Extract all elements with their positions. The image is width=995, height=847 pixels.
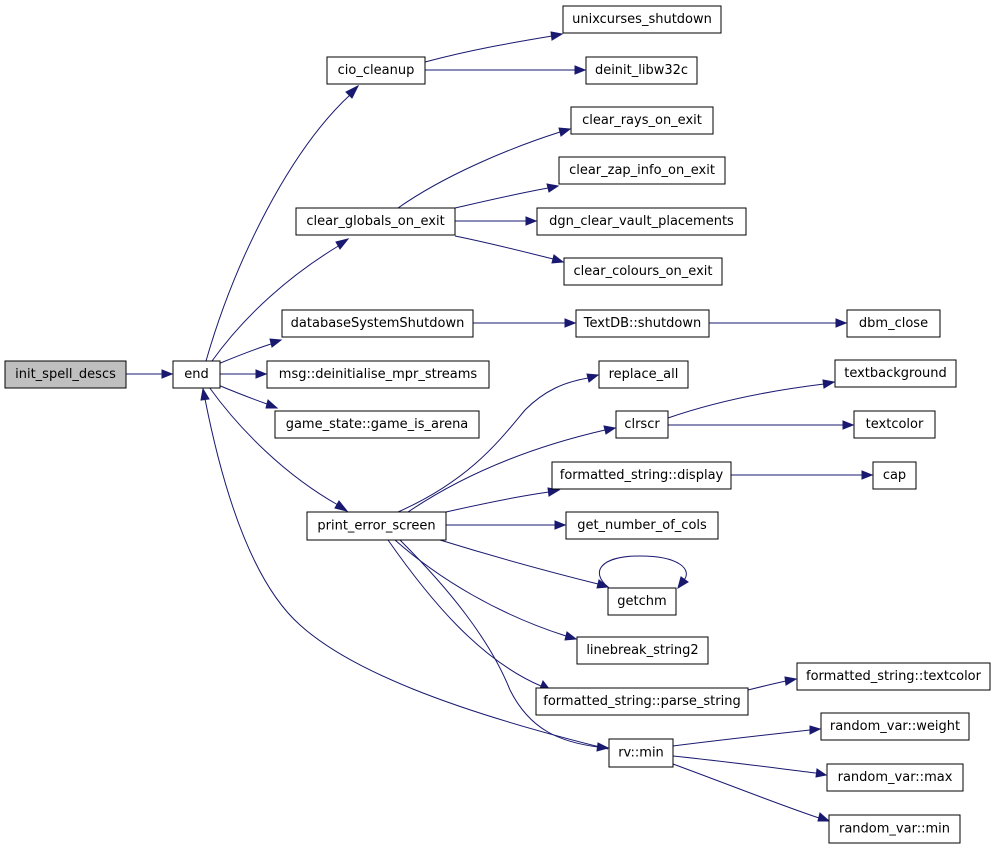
node-label: clear_colours_on_exit bbox=[574, 264, 713, 279]
node-game-is-arena[interactable]: game_state::game_is_arena bbox=[274, 410, 480, 439]
edge-clrscr-to-textcolor bbox=[668, 420, 855, 430]
edge-rvmin-to-rv-min bbox=[672, 763, 831, 822]
edge-rvmin-to-max bbox=[672, 755, 828, 778]
node-label: print_error_screen bbox=[317, 519, 435, 534]
node-textbackground[interactable]: textbackground bbox=[834, 359, 957, 388]
edge-textdb-to-dbmclose bbox=[709, 318, 848, 328]
node-replace-all[interactable]: replace_all bbox=[598, 360, 689, 389]
node-linebreak-string2[interactable]: linebreak_string2 bbox=[576, 636, 709, 665]
edge-print-to-rvmin bbox=[399, 539, 610, 752]
node-init-spell-descs[interactable]: init_spell_descs bbox=[4, 360, 127, 389]
edge-print-to-parse-string bbox=[387, 539, 552, 691]
edge-rvmin-to-weight bbox=[672, 725, 822, 747]
node-label: clear_rays_on_exit bbox=[582, 113, 702, 128]
node-random-var-min[interactable]: random_var::min bbox=[828, 814, 961, 844]
node-label: cio_cleanup bbox=[338, 63, 415, 78]
edge-parse-to-fs-textcolor bbox=[747, 676, 798, 691]
node-label: deinit_libw32c bbox=[595, 63, 688, 78]
node-label: init_spell_descs bbox=[15, 367, 116, 382]
edge-print-to-get-cols bbox=[446, 520, 567, 530]
node-label: unixcurses_shutdown bbox=[572, 12, 712, 27]
node-label: random_var::weight bbox=[830, 719, 960, 734]
edge-fsdisplay-to-cap bbox=[731, 470, 874, 480]
node-clrscr[interactable]: clrscr bbox=[615, 410, 669, 439]
edge-globals-to-colours bbox=[454, 235, 565, 264]
node-cio-cleanup[interactable]: cio_cleanup bbox=[326, 56, 426, 85]
node-msg-deinitialise-mpr-streams[interactable]: msg::deinitialise_mpr_streams bbox=[266, 360, 490, 389]
edge-dbshutdown-to-textdb bbox=[473, 318, 577, 328]
node-cap[interactable]: cap bbox=[872, 461, 917, 490]
edge-clrscr-to-textbackground bbox=[667, 379, 836, 419]
edge-end-to-game-is-arena bbox=[217, 384, 279, 409]
node-deinit-libw32c[interactable]: deinit_libw32c bbox=[585, 56, 698, 85]
node-formatted-string-display[interactable]: formatted_string::display bbox=[551, 461, 732, 490]
node-label: replace_all bbox=[609, 367, 679, 382]
node-dbm-close[interactable]: dbm_close bbox=[846, 309, 941, 338]
edge-globals-to-dgn bbox=[455, 216, 538, 226]
edge-end-to-print-error bbox=[208, 386, 349, 512]
node-label: getchm bbox=[617, 594, 666, 609]
node-label: dgn_clear_vault_placements bbox=[549, 214, 734, 229]
node-label: game_state::game_is_arena bbox=[286, 417, 469, 432]
node-get-number-of-cols[interactable]: get_number_of_cols bbox=[565, 511, 719, 540]
node-textdb-shutdown[interactable]: TextDB::shutdown bbox=[575, 309, 710, 338]
nodes: init_spell_descs end cio_cleanup unixcur… bbox=[4, 5, 991, 844]
node-unixcurses-shutdown[interactable]: unixcurses_shutdown bbox=[562, 5, 722, 34]
node-textcolor[interactable]: textcolor bbox=[853, 410, 936, 439]
node-label: get_number_of_cols bbox=[577, 518, 707, 533]
node-print-error-screen[interactable]: print_error_screen bbox=[306, 511, 447, 541]
edge-rvmin-to-end bbox=[200, 387, 609, 750]
node-label: dbm_close bbox=[859, 316, 928, 331]
node-database-system-shutdown[interactable]: databaseSystemShutdown bbox=[281, 309, 474, 338]
node-clear-globals-on-exit[interactable]: clear_globals_on_exit bbox=[295, 207, 456, 236]
node-formatted-string-textcolor[interactable]: formatted_string::textcolor bbox=[796, 662, 991, 691]
edge-globals-to-zap bbox=[454, 183, 560, 209]
node-label: formatted_string::display bbox=[560, 468, 724, 483]
edge-print-to-fs-display bbox=[445, 487, 561, 513]
node-label: rv::min bbox=[618, 746, 664, 761]
node-label: linebreak_string2 bbox=[586, 643, 698, 658]
edge-print-to-linebreak bbox=[394, 539, 578, 641]
edge-end-to-msg-deinit bbox=[220, 369, 268, 379]
edge-end-to-dbshutdown bbox=[217, 338, 283, 365]
edge-cio-to-deinit-libw32c bbox=[425, 65, 587, 75]
edge-end-to-cio-cleanup bbox=[205, 84, 360, 362]
node-getchm[interactable]: getchm bbox=[607, 587, 677, 616]
edge-print-to-clrscr bbox=[407, 425, 617, 513]
node-label: clrscr bbox=[624, 417, 660, 432]
node-random-var-max[interactable]: random_var::max bbox=[826, 763, 964, 792]
node-label: clear_zap_info_on_exit bbox=[569, 163, 715, 178]
node-label: end bbox=[184, 367, 209, 382]
node-clear-colours-on-exit[interactable]: clear_colours_on_exit bbox=[563, 257, 723, 286]
edge-globals-to-rays bbox=[397, 127, 572, 209]
node-label: msg::deinitialise_mpr_streams bbox=[279, 367, 478, 382]
node-label: textcolor bbox=[866, 417, 924, 432]
node-end[interactable]: end bbox=[172, 360, 221, 389]
edge-getchm-self bbox=[598, 555, 689, 590]
node-clear-zap-info-on-exit[interactable]: clear_zap_info_on_exit bbox=[558, 156, 726, 185]
node-label: random_var::max bbox=[838, 770, 953, 785]
node-label: textbackground bbox=[844, 366, 947, 381]
node-label: cap bbox=[883, 468, 906, 483]
node-label: clear_globals_on_exit bbox=[306, 214, 444, 229]
edges bbox=[126, 31, 874, 822]
node-rv-min[interactable]: rv::min bbox=[608, 738, 674, 768]
edge-print-to-getchm bbox=[439, 539, 610, 589]
node-label: formatted_string::textcolor bbox=[806, 669, 982, 684]
node-dgn-clear-vault-placements[interactable]: dgn_clear_vault_placements bbox=[536, 207, 747, 236]
node-label: databaseSystemShutdown bbox=[291, 316, 465, 331]
node-random-var-weight[interactable]: random_var::weight bbox=[820, 712, 970, 741]
edge-init-to-end bbox=[126, 369, 174, 379]
node-label: formatted_string::parse_string bbox=[543, 694, 740, 709]
edge-print-to-replace-all bbox=[397, 373, 600, 513]
node-label: random_var::min bbox=[839, 822, 950, 837]
node-clear-rays-on-exit[interactable]: clear_rays_on_exit bbox=[570, 106, 714, 135]
node-formatted-string-parse-string[interactable]: formatted_string::parse_string bbox=[535, 687, 749, 716]
node-label: TextDB::shutdown bbox=[583, 316, 701, 331]
edge-cio-to-unixcurses bbox=[424, 31, 564, 63]
edge-end-to-clear-globals bbox=[211, 238, 350, 362]
